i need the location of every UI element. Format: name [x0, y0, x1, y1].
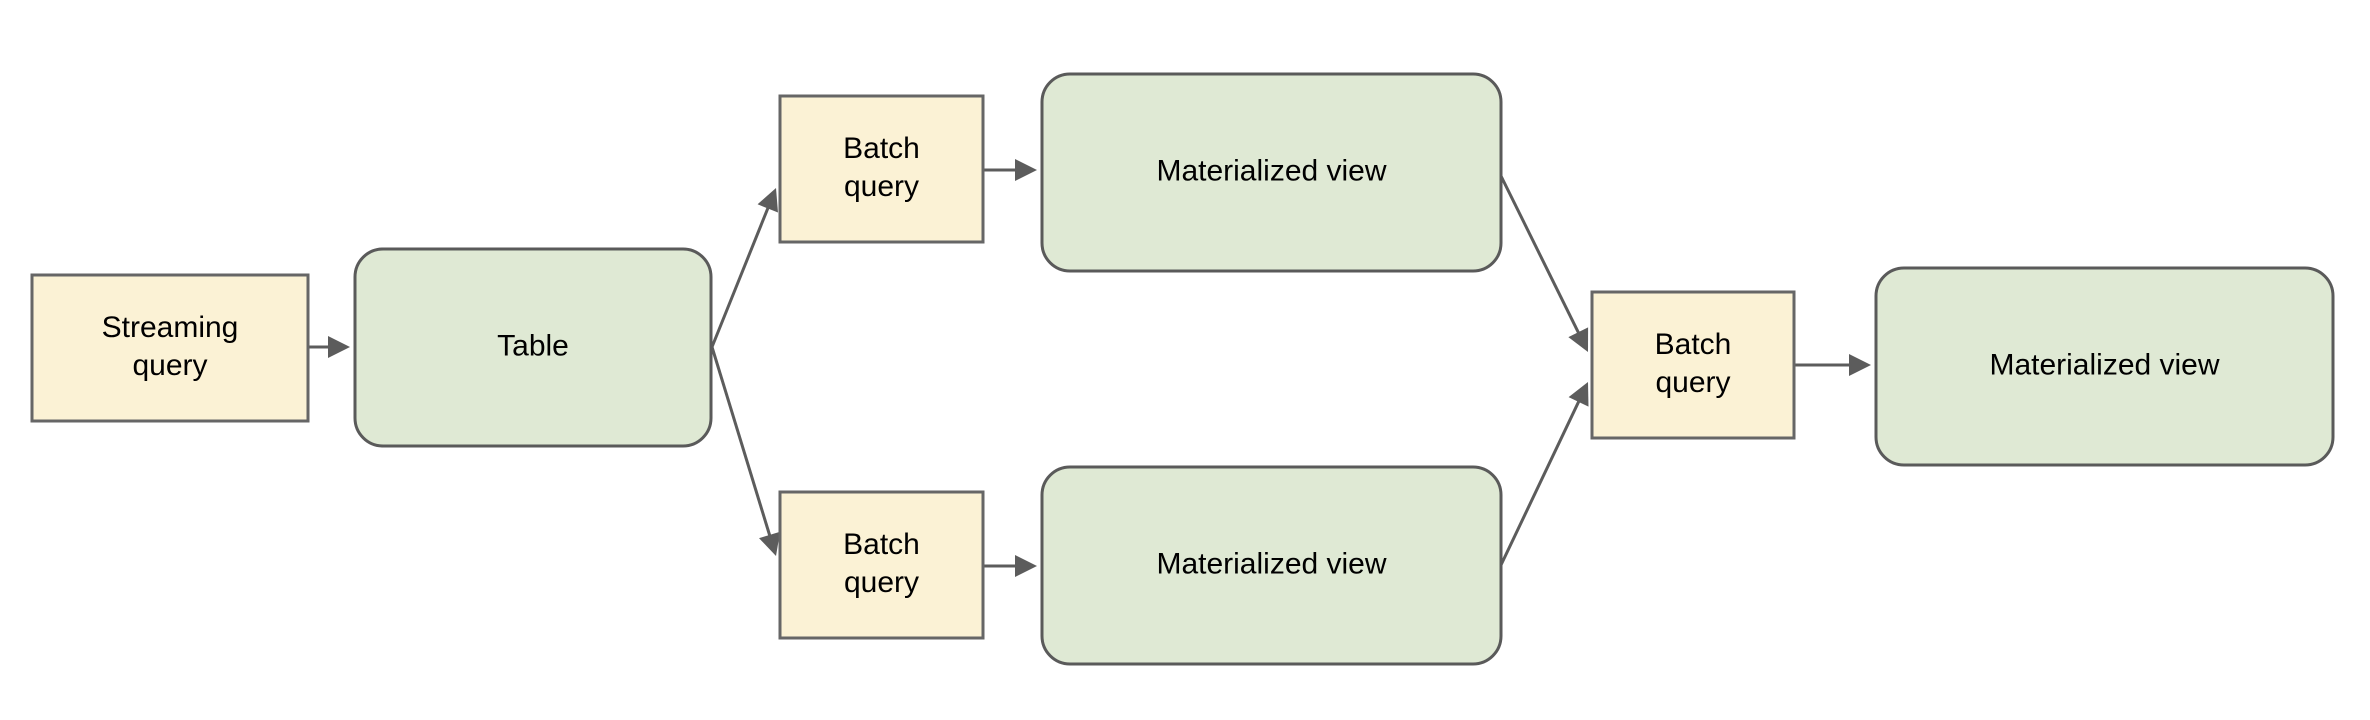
node-materialized-view-top[interactable]: Materialized view [1040, 72, 1503, 273]
edge-batch-top-to-view-top [984, 159, 1037, 181]
edge-streaming-to-table [308, 336, 350, 358]
node-shape-materialized-view-top[interactable] [1040, 72, 1503, 273]
node-shape-batch-query-bottom[interactable] [778, 490, 985, 640]
node-table[interactable]: Table [353, 247, 713, 448]
node-label-batch-query-merge: query [1655, 366, 1730, 399]
node-shape-batch-query-merge[interactable] [1590, 290, 1796, 440]
arrowhead-icon [1849, 354, 1871, 376]
node-batch-query-top[interactable]: Batch query [778, 94, 985, 244]
node-materialized-view-bottom[interactable]: Materialized view [1040, 465, 1503, 666]
node-label-materialized-view-top: Materialized view [1156, 154, 1386, 187]
node-label-batch-query-top: Batch [843, 132, 920, 165]
edge-line [710, 205, 770, 348]
arrowhead-icon [1015, 555, 1037, 577]
edge-view-bottom-to-merge [1499, 382, 1589, 566]
edge-table-to-batch-top [710, 188, 778, 348]
node-label-streaming-query: Streaming [102, 311, 239, 344]
arrowhead-icon [1568, 382, 1589, 407]
edge-batch-bottom-to-view-bottom [984, 555, 1037, 577]
edge-line [710, 346, 772, 538]
edge-view-top-to-merge [1499, 175, 1589, 352]
arrowhead-icon [757, 188, 778, 213]
node-shape-streaming-query[interactable] [30, 273, 310, 423]
node-shape-table[interactable] [353, 247, 713, 448]
edge-line [1499, 399, 1581, 566]
node-shape-materialized-view-bottom[interactable] [1040, 465, 1503, 666]
arrowhead-icon [1015, 159, 1037, 181]
node-shape-batch-query-top[interactable] [778, 94, 985, 244]
node-shape-materialized-view-final[interactable] [1874, 266, 2335, 467]
arrowhead-icon [328, 336, 350, 358]
node-label-batch-query-top: query [844, 170, 919, 203]
node-label-streaming-query: query [132, 349, 207, 382]
arrowhead-icon [1568, 327, 1589, 352]
arrowhead-icon [759, 531, 781, 556]
node-streaming-query[interactable]: Streaming query [30, 273, 310, 423]
node-label-batch-query-bottom: Batch [843, 528, 920, 561]
node-batch-query-bottom[interactable]: Batch query [778, 490, 985, 640]
edge-table-to-batch-bottom [710, 346, 781, 556]
node-label-batch-query-merge: Batch [1655, 328, 1732, 361]
node-batch-query-merge[interactable]: Batch query [1590, 290, 1796, 440]
node-label-materialized-view-bottom: Materialized view [1156, 547, 1386, 580]
edges-layer [308, 159, 1871, 577]
edge-merge-to-view-final [1795, 354, 1871, 376]
node-label-batch-query-bottom: query [844, 566, 919, 599]
edge-line [1499, 175, 1581, 335]
node-label-table: Table [497, 329, 569, 362]
node-materialized-view-final[interactable]: Materialized view [1874, 266, 2335, 467]
node-label-materialized-view-final: Materialized view [1989, 348, 2219, 381]
